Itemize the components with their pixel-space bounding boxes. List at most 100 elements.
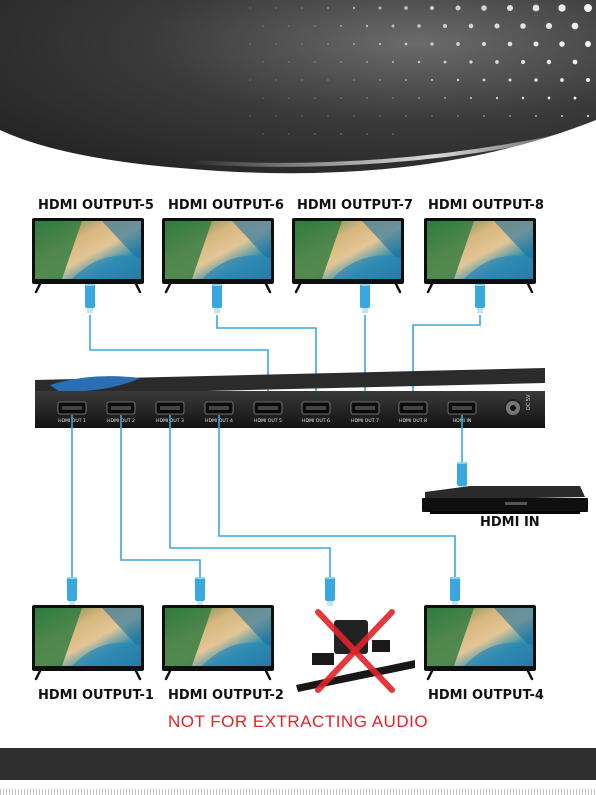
footer-dotted-line — [0, 789, 596, 795]
header-dot — [431, 79, 433, 81]
header-dot — [340, 61, 341, 62]
header-dot — [418, 61, 420, 63]
header-dot — [262, 133, 263, 134]
header-banner — [0, 0, 596, 173]
header-dot — [508, 42, 513, 47]
header-dot — [547, 60, 551, 64]
header-dot — [533, 5, 540, 12]
label-output-7: HDMI OUTPUT-7 — [297, 198, 413, 213]
header-dot — [509, 115, 511, 117]
header-dot — [262, 25, 263, 26]
port-label: HDMI OUT 5 — [254, 418, 282, 424]
header-dot — [469, 60, 472, 63]
header-dot — [405, 115, 406, 116]
label-output-2: HDMI OUTPUT-2 — [168, 688, 284, 703]
header-dot — [456, 6, 461, 11]
header-dot — [585, 41, 591, 47]
header-dot — [301, 7, 302, 8]
cable-plug — [212, 284, 222, 313]
header-dot — [430, 42, 433, 45]
header-dot — [507, 5, 513, 11]
header-dot — [288, 133, 289, 134]
header-dot — [379, 115, 380, 116]
header-dot — [275, 115, 276, 116]
blu-ray-player — [422, 486, 588, 514]
port-labels: HDMI OUT 1 HDMI OUT 2 HDMI OUT 3 HDMI OU… — [58, 418, 471, 424]
header-dot — [327, 43, 328, 44]
header-dot — [559, 41, 565, 47]
header-dot — [548, 97, 551, 100]
header-dot — [443, 24, 447, 28]
header-dot — [392, 25, 395, 28]
label-output-1: HDMI OUTPUT-1 — [38, 688, 154, 703]
header-dot — [573, 60, 578, 65]
cable-plug — [85, 284, 95, 313]
header-dot — [327, 115, 328, 116]
header-dot — [288, 97, 289, 98]
port-hdmi-in — [448, 402, 476, 414]
tv-output-6 — [162, 218, 274, 292]
header-dot — [431, 115, 432, 116]
cable-plug — [195, 577, 205, 606]
header-dot — [508, 78, 511, 81]
header-dot — [288, 61, 289, 62]
header-dot — [418, 97, 420, 99]
header-dot — [327, 7, 329, 9]
tv-output-4 — [424, 605, 536, 679]
port-hdmi-out-4 — [205, 402, 233, 414]
header-dot — [546, 23, 552, 29]
header-dot — [457, 115, 458, 116]
header-dot — [584, 4, 592, 12]
header-dot — [495, 60, 499, 64]
cables-bottom — [72, 415, 462, 578]
header-dot — [456, 42, 460, 46]
header-dot — [405, 43, 408, 46]
header-dot — [560, 78, 564, 82]
tv-output-5 — [32, 218, 144, 292]
header-dot — [496, 97, 498, 99]
header-dot — [444, 97, 446, 99]
cable-plug — [475, 284, 485, 313]
port-hdmi-out-5 — [254, 402, 282, 414]
header-dot — [314, 97, 315, 98]
header-dot — [366, 133, 367, 134]
header-dot — [314, 133, 315, 134]
header-dot — [457, 79, 459, 81]
header-dot — [494, 23, 499, 28]
header-dot — [301, 79, 302, 80]
tv-output-8 — [424, 218, 536, 292]
header-dot — [249, 79, 250, 80]
header-dot — [275, 7, 276, 8]
header-dot — [430, 6, 434, 10]
header-dot — [249, 7, 250, 8]
header-dot — [520, 23, 526, 29]
header-dot — [535, 115, 537, 117]
footer-bar — [0, 748, 596, 780]
port-hdmi-out-3 — [156, 402, 184, 414]
header-dot — [392, 133, 393, 134]
soundbar-crossed — [296, 612, 415, 692]
header-dot — [534, 78, 537, 81]
header-dot — [340, 25, 342, 27]
label-output-8: HDMI OUTPUT-8 — [428, 198, 544, 213]
port-hdmi-out-2 — [107, 402, 135, 414]
header-dot — [366, 61, 368, 63]
port-label: HDMI OUT 7 — [351, 418, 379, 424]
header-dot — [353, 79, 354, 80]
tv-output-1 — [32, 605, 144, 679]
header-dot — [586, 78, 590, 82]
cable-plug — [450, 577, 460, 606]
header-dot — [366, 97, 367, 98]
header-dot — [262, 61, 263, 62]
port-hdmi-out-8 — [399, 402, 427, 414]
header-dot — [558, 4, 565, 11]
cable-plug — [67, 577, 77, 606]
power-label: DC 5V — [526, 394, 532, 410]
header-dot — [405, 79, 407, 81]
header-dot — [353, 115, 354, 116]
header-dot — [572, 23, 579, 30]
header-dot — [521, 60, 525, 64]
header-dot — [301, 115, 302, 116]
header-dot — [379, 79, 381, 81]
